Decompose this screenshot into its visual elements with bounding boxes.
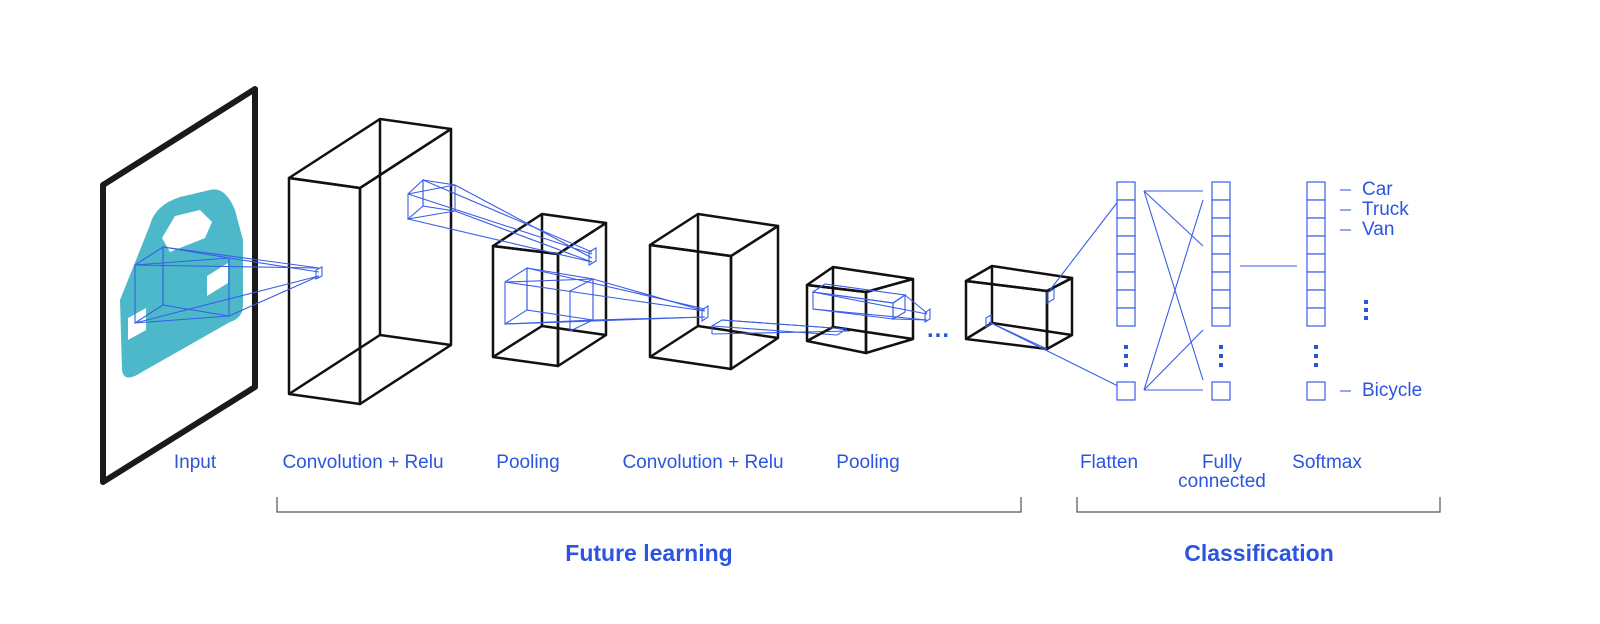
flatten-column xyxy=(1116,181,1136,401)
conv1-volume xyxy=(134,117,456,406)
last-feature-volume xyxy=(964,190,1127,391)
pool2-volume xyxy=(721,265,931,355)
group-label-feature: Future learning xyxy=(565,540,732,566)
fully-connected-column xyxy=(1211,181,1231,401)
output-label-bicycle: Bicycle xyxy=(1362,380,1422,401)
label-flatten: Flatten xyxy=(1080,452,1138,473)
output-label-truck: Truck xyxy=(1362,199,1409,220)
input-image xyxy=(100,86,258,485)
group-label-classification: Classification xyxy=(1184,540,1334,566)
label-conv2: Convolution + Relu xyxy=(622,452,783,473)
fc-connections xyxy=(1143,190,1297,391)
softmax-column xyxy=(1306,181,1326,401)
classification-bracket xyxy=(1076,497,1441,513)
label-softmax: Softmax xyxy=(1292,452,1362,473)
layer-ellipsis: ... xyxy=(927,316,950,343)
label-fully-connected-1: Fully xyxy=(1202,452,1243,473)
car-icon xyxy=(120,189,243,378)
feature-bracket xyxy=(276,497,1022,513)
label-pool1: Pooling xyxy=(496,452,559,473)
output-label-van: Van xyxy=(1362,219,1394,240)
label-pool2: Pooling xyxy=(836,452,899,473)
output-label-car: Car xyxy=(1362,179,1393,200)
label-input: Input xyxy=(174,452,217,473)
label-conv1: Convolution + Relu xyxy=(282,452,443,473)
label-fully-connected-2: connected xyxy=(1178,471,1266,492)
output-classes: Car Truck Van Bicycle xyxy=(1340,179,1422,401)
